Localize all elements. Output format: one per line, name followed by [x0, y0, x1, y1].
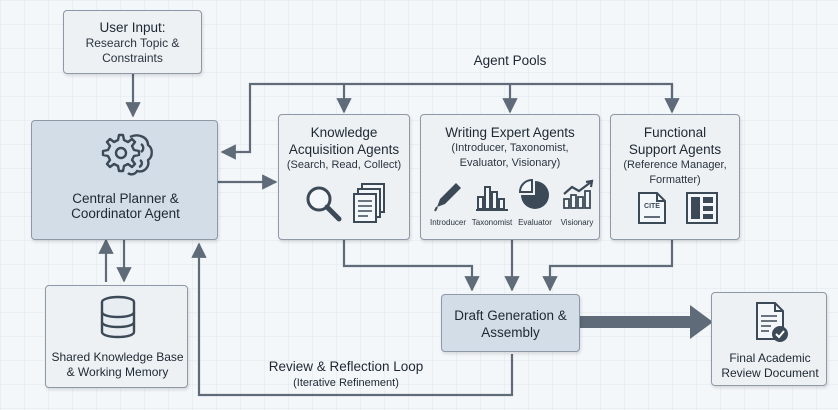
document-check-icon: [756, 302, 788, 342]
review-loop-label: Review & Reflection Loop: [268, 359, 424, 374]
final-document-box: Final Academic Review Document: [711, 292, 827, 386]
agent-pools-label: Agent Pools: [473, 53, 547, 68]
knowledge-title-line-2: Acquisition Agents: [288, 142, 400, 157]
role-introducer: Introducer: [429, 218, 467, 227]
writing-agents-box: Writing Expert Agents (Introducer, Taxon…: [420, 114, 600, 240]
role-visionary: Visionary: [560, 218, 594, 227]
draft-line-2: Assembly: [481, 325, 540, 340]
shared-kb-line-1: Shared Knowledge Base: [51, 350, 184, 364]
layout-icon: [686, 192, 718, 224]
pie-chart-icon: [519, 179, 549, 209]
support-sub-line-2: Formatter): [649, 174, 701, 186]
knowledge-sub: (Search, Read, Collect): [286, 159, 402, 171]
arrow-knowledge-to-draft: [342, 240, 480, 292]
final-line-1: Final Academic: [729, 351, 811, 365]
knowledge-title-line-1: Knowledge: [310, 125, 378, 140]
writing-sub-line-2: Evaluator, Visionary): [459, 157, 561, 169]
support-agents-box: Functional Support Agents (Reference Man…: [610, 114, 740, 240]
shared-kb-line-2: & Working Memory: [66, 365, 169, 379]
support-title-line-1: Functional: [643, 125, 707, 140]
draft-generation-box: Draft Generation & Assembly: [441, 294, 580, 352]
review-loop-arrow: [191, 242, 514, 397]
user-input-box: User Input: Research Topic & Constraints: [63, 10, 202, 74]
documents-icon: [353, 183, 385, 223]
trend-chart-icon: [563, 179, 594, 209]
pen-icon: [434, 183, 461, 212]
role-evaluator: Evaluator: [518, 218, 552, 227]
citation-icon: CITE: [635, 191, 669, 225]
review-loop-sub-label: (Iterative Refinement): [293, 377, 399, 389]
knowledge-agents-box: Knowledge Acquisition Agents (Search, Re…: [278, 114, 410, 240]
shared-kb-box: Shared Knowledge Base & Working Memory: [45, 285, 188, 388]
role-taxonomist: Taxonomist: [471, 218, 513, 227]
cite-label: CITE: [644, 203, 660, 210]
user-input-line-2: Research Topic &: [85, 36, 180, 50]
central-planner-line-1: Central Planner &: [72, 191, 179, 206]
brain-gear-icon: [101, 133, 153, 176]
database-icon: [100, 295, 136, 339]
support-title-line-2: Support Agents: [628, 142, 722, 157]
central-planner-box: Central Planner & Coordinator Agent: [31, 120, 218, 240]
final-line-2: Review Document: [721, 366, 819, 380]
writing-sub-line-1: (Introducer, Taxonomist,: [451, 142, 569, 154]
magnifier-icon: [306, 186, 342, 222]
support-sub-line-1: (Reference Manager,: [623, 159, 727, 171]
bar-chart-icon: [476, 186, 508, 211]
draft-line-1: Draft Generation &: [454, 308, 567, 323]
central-planner-line-2: Coordinator Agent: [71, 206, 180, 221]
arrow-draft-to-final: [580, 305, 713, 339]
arrow-support-to-draft: [542, 240, 674, 292]
writing-title: Writing Expert Agents: [445, 125, 575, 140]
user-input-line-3: Constraints: [102, 51, 163, 65]
user-input-line-1: User Input:: [99, 20, 166, 35]
